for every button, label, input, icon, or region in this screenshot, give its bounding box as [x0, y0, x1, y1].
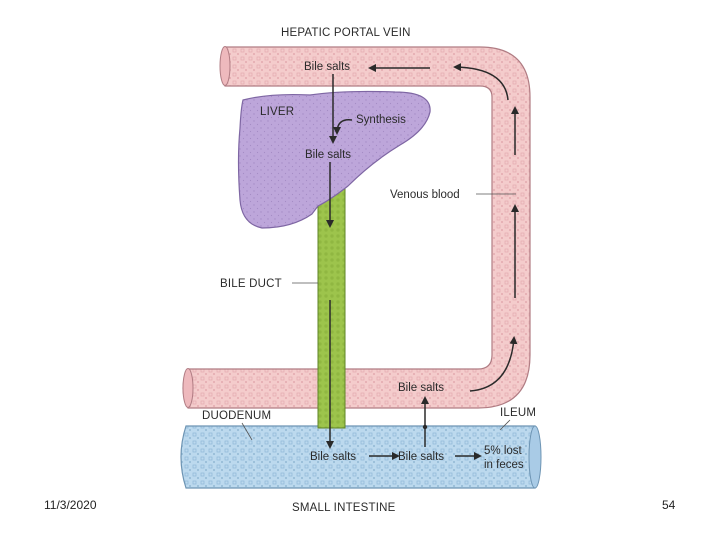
- label-small-intestine: SMALL INTESTINE: [292, 502, 396, 514]
- label-ileum: ILEUM: [500, 407, 536, 419]
- slide-date: 11/3/2020: [44, 498, 97, 512]
- label-bile-salts-liver: Bile salts: [305, 149, 351, 161]
- bile-duct: [317, 187, 346, 429]
- vein-bottom-opening: [182, 368, 194, 408]
- label-duodenum: DUODENUM: [202, 410, 271, 422]
- label-bile-salts-intestine-2: Bile salts: [398, 451, 444, 463]
- leader-duodenum: [241, 422, 253, 441]
- vein-top-opening: [219, 46, 231, 86]
- label-liver: LIVER: [260, 106, 294, 118]
- slide-number: 54: [662, 498, 676, 512]
- label-venous-blood: Venous blood: [390, 189, 460, 201]
- leader-ileum: [499, 419, 511, 431]
- arrow-vein-curve-bottom: [469, 336, 518, 392]
- label-bile-salts-return: Bile salts: [398, 382, 444, 394]
- intestine-right-opening: [528, 425, 542, 489]
- arrow-vein-curve-top: [453, 63, 509, 101]
- small-intestine: [180, 425, 541, 489]
- label-lost-line1: 5% lost: [484, 445, 523, 457]
- reabsorption-origin-dot: [422, 424, 428, 430]
- liver: [237, 90, 431, 229]
- label-lost-line2: in feces: [484, 459, 524, 471]
- label-bile-salts-top: Bile salts: [304, 61, 350, 73]
- arrow-synthesis: [333, 119, 353, 135]
- label-bile-duct: BILE DUCT: [220, 278, 282, 290]
- label-bile-salts-intestine-1: Bile salts: [310, 451, 356, 463]
- label-hepatic-portal-vein: HEPATIC PORTAL VEIN: [281, 27, 411, 39]
- label-synthesis: Synthesis: [356, 114, 406, 126]
